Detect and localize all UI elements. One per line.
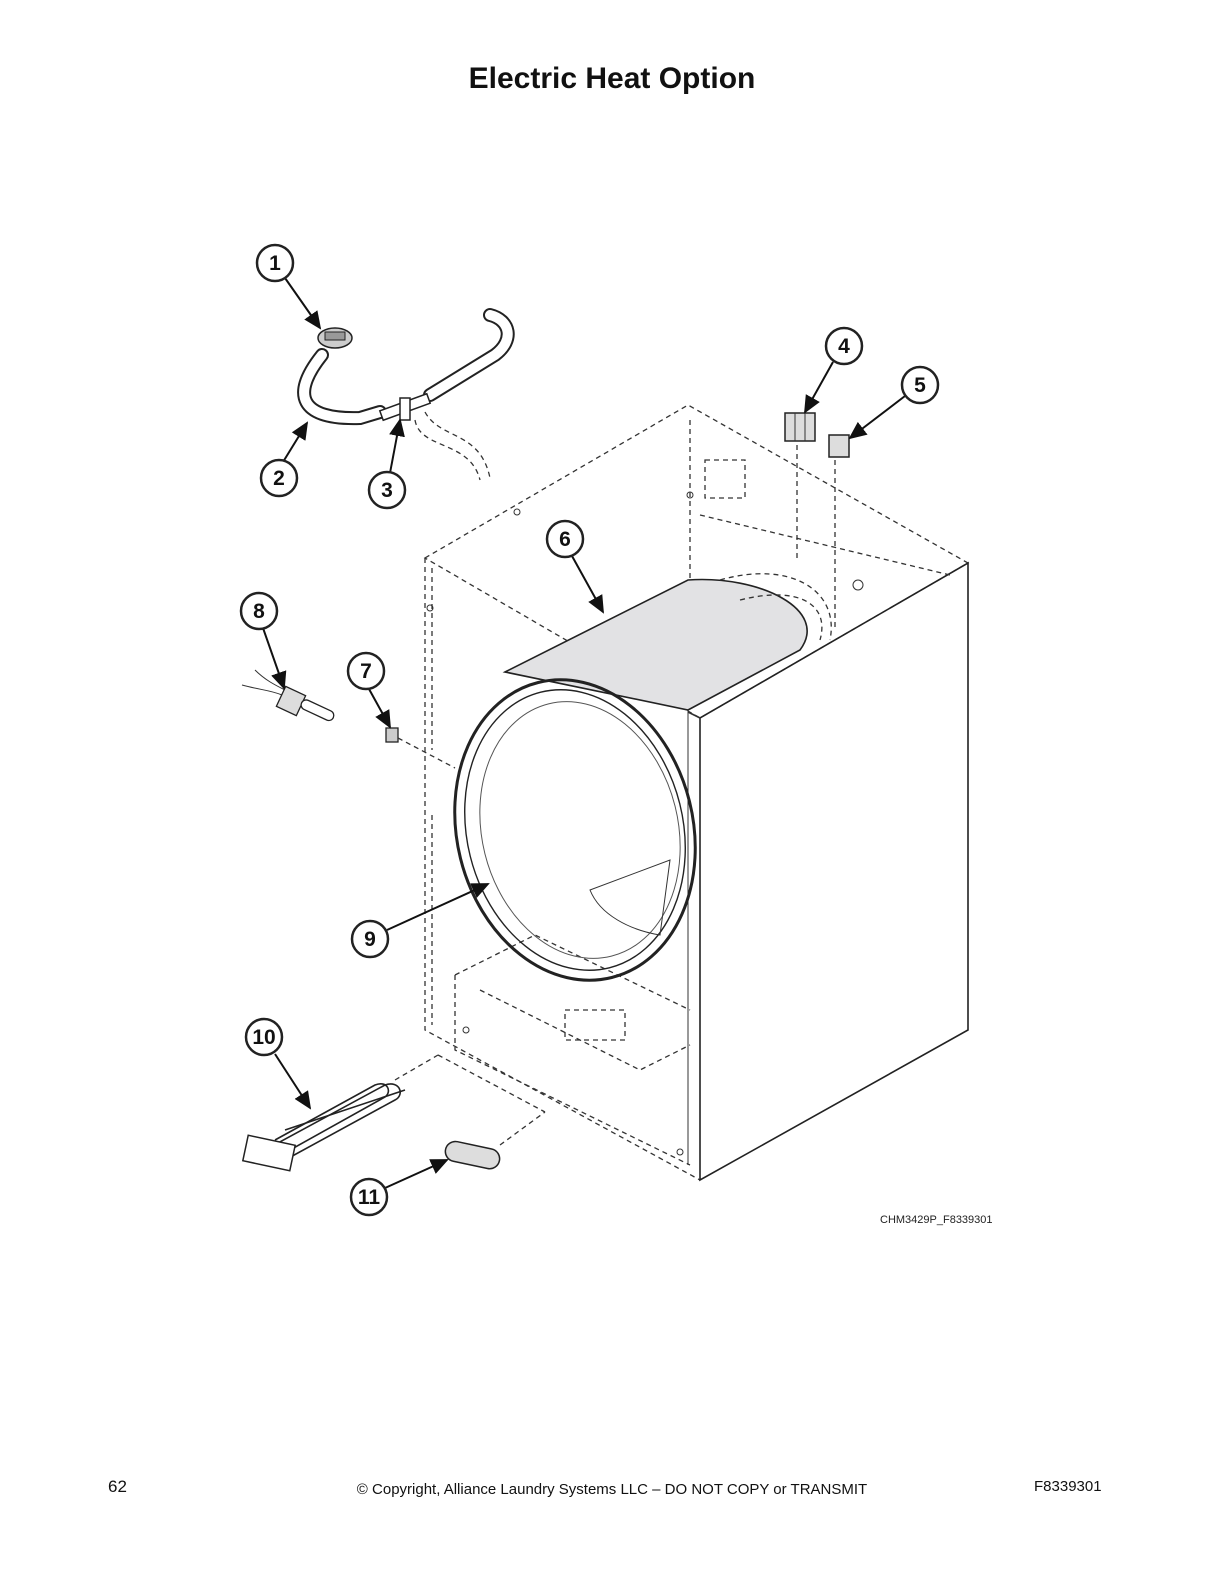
callout-4: 4 [824,326,864,366]
callout-10: 10 [244,1017,284,1057]
copyright-notice: © Copyright, Alliance Laundry Systems LL… [356,1481,868,1498]
callout-9: 9 [350,919,390,959]
contactor [784,412,816,560]
svg-text:10: 10 [252,1026,275,1049]
drawing-id: CHM3429P_F8339301 [880,1214,993,1226]
callout-6: 6 [545,519,585,559]
svg-text:9: 9 [364,928,376,951]
temperature-sensor [241,669,335,722]
svg-text:3: 3 [381,479,393,502]
svg-text:2: 2 [273,467,285,490]
callout-3: 3 [367,470,407,510]
cabinet [423,404,970,1182]
callout-8: 8 [239,591,279,631]
callout-11: 11 [349,1177,389,1217]
drum [453,573,832,982]
svg-text:4: 4 [838,335,850,358]
page-number: 62 [108,1477,127,1496]
tee-connector [378,392,432,422]
hose [297,308,515,481]
svg-text:11: 11 [358,1186,381,1209]
heating-element [241,1054,439,1172]
gasket [437,1054,546,1170]
callout-7: 7 [346,651,386,691]
relay [828,434,850,630]
svg-text:6: 6 [559,528,571,551]
page-title: Electric Heat Option [468,62,756,95]
svg-text:1: 1 [269,252,281,275]
svg-text:8: 8 [253,600,265,623]
svg-text:7: 7 [360,660,372,683]
svg-text:5: 5 [914,374,926,397]
leader-lines [262,277,906,1189]
callout-5: 5 [900,365,940,405]
pressure-switch [317,327,353,349]
document-number: F8339301 [1034,1478,1102,1495]
fitting [385,727,456,769]
callout-1: 1 [255,243,295,283]
callout-2: 2 [259,458,299,498]
